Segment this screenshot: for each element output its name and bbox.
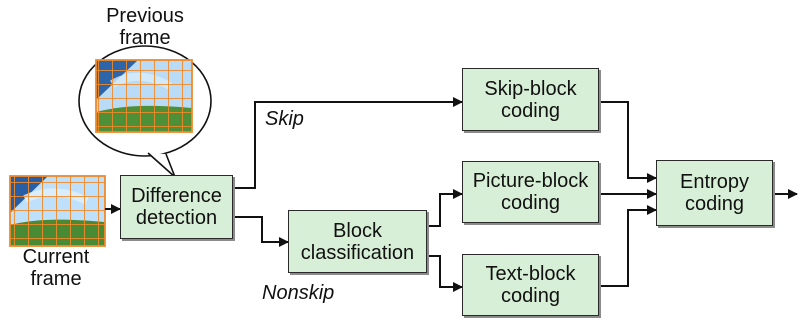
previous-frame-label-line-2: frame bbox=[119, 26, 171, 49]
arrow-nonskip-branch bbox=[233, 216, 289, 247]
block-classification-line-1: Block bbox=[333, 219, 382, 242]
current-frame-label: Current frame bbox=[8, 246, 104, 290]
difference-detection-line-1: Difference bbox=[131, 185, 222, 207]
skip-block-coding-line-2: coding bbox=[501, 99, 560, 122]
callout-tail bbox=[147, 152, 176, 178]
text-block-coding-box: Text-block coding bbox=[462, 254, 599, 316]
block-classification-box: Block classification bbox=[288, 210, 427, 273]
previous-frame-label-line-1: Previous bbox=[106, 5, 184, 27]
entropy-coding-box: Entropy coding bbox=[656, 160, 773, 226]
entropy-coding-line-2: coding bbox=[685, 193, 744, 215]
current-frame-image bbox=[9, 175, 106, 247]
picture-block-coding-line-1: Picture-block bbox=[472, 170, 589, 192]
skip-label: Skip bbox=[265, 108, 304, 130]
difference-detection-box: Difference detection bbox=[120, 175, 233, 239]
arrow-skip-to-entropy bbox=[599, 101, 657, 183]
text-block-coding-line-2: coding bbox=[501, 285, 560, 307]
current-frame-label-line-2: frame bbox=[30, 267, 82, 290]
block-classification-line-2: classification bbox=[300, 241, 415, 264]
picture-block-coding-box: Picture-block coding bbox=[462, 161, 599, 223]
arrow-text-to-entropy bbox=[599, 205, 657, 287]
nonskip-label: Nonskip bbox=[262, 282, 335, 304]
text-block-coding-line-1: Text-block bbox=[485, 263, 576, 285]
previous-frame-image bbox=[95, 59, 193, 133]
picture-block-coding-line-2: coding bbox=[501, 192, 560, 214]
arrow-skip-branch bbox=[233, 97, 463, 189]
entropy-coding-line-1: Entropy bbox=[680, 171, 749, 193]
skip-block-coding-line-1: Skip-block bbox=[484, 77, 577, 100]
skip-block-coding-box: Skip-block coding bbox=[462, 68, 599, 131]
current-frame-label-line-1: Current bbox=[22, 246, 90, 268]
arrow-to-picture-block bbox=[427, 189, 463, 227]
difference-detection-line-2: detection bbox=[135, 207, 218, 229]
previous-frame-label: Previous frame bbox=[97, 5, 193, 49]
arrow-to-text-block bbox=[427, 255, 463, 292]
